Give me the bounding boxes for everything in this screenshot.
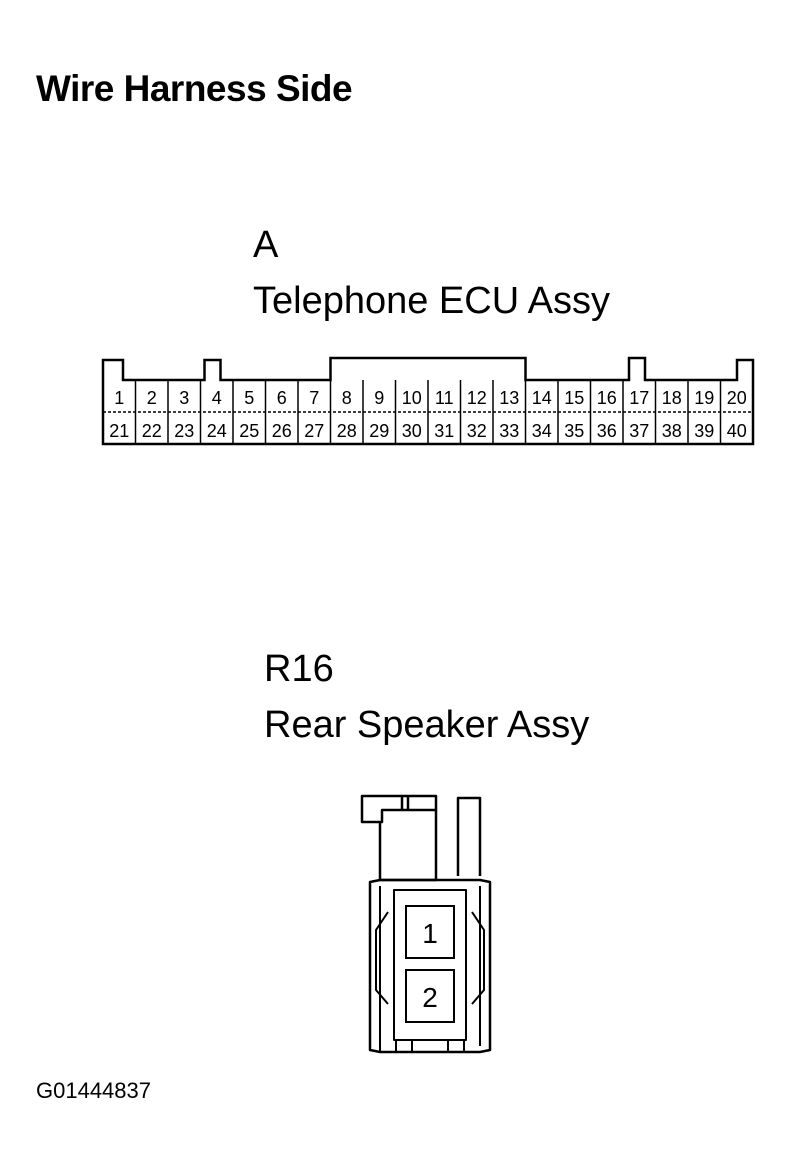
- connector-a-pin-label: 11: [435, 388, 454, 408]
- connector-a-pin-label: 3: [179, 388, 189, 408]
- connector-a-pin-label: 27: [304, 421, 324, 441]
- connector-a-pin-label: 5: [244, 388, 254, 408]
- connector-a-pin-label: 38: [662, 421, 682, 441]
- r16-housing: [368, 878, 492, 1054]
- connector-a-pin-label: 24: [207, 421, 227, 441]
- connector-a-pin-label: 17: [629, 388, 649, 408]
- r16-upper-body: [378, 810, 438, 882]
- r16-face: [393, 889, 467, 1041]
- connector-a-pin-label: 13: [499, 388, 519, 408]
- connector-a-pin-label: 28: [337, 421, 357, 441]
- connector-a-pin-label: 2: [147, 388, 157, 408]
- connector-a-pin-label: 15: [564, 388, 584, 408]
- connector-a-pin-label: 14: [532, 388, 552, 408]
- connector-a-pin-label: 23: [174, 421, 194, 441]
- connector-a-pin-label: 8: [342, 388, 352, 408]
- connector-a-pin-label: 26: [272, 421, 292, 441]
- connector-a-pin-label: 33: [499, 421, 519, 441]
- connector-a-pin-label: 39: [694, 421, 714, 441]
- r16-side-tab: [456, 796, 482, 876]
- connector-r16-code: R16: [264, 648, 334, 690]
- connector-a-pin-label: 40: [727, 421, 747, 441]
- r16-pin-label: 2: [422, 982, 438, 1013]
- connector-a-pin-label: 31: [434, 421, 454, 441]
- connector-a-pin-label: 25: [239, 421, 259, 441]
- connector-a-pin-label: 9: [374, 388, 384, 408]
- connector-a-pin-label: 35: [564, 421, 584, 441]
- connector-r16-name: Rear Speaker Assy: [264, 704, 590, 746]
- connector-a-pin-label: 30: [402, 421, 422, 441]
- connector-a-pin-label: 37: [629, 421, 649, 441]
- connector-a-pin-label: 32: [467, 421, 487, 441]
- connector-a-pin-label: 34: [532, 421, 552, 441]
- r16-pin-cavity: [405, 969, 455, 1023]
- connector-a-pin-label: 21: [109, 421, 129, 441]
- connector-a-pin-label: 7: [309, 388, 319, 408]
- connector-a-code: A: [253, 224, 279, 266]
- connector-a-pin-label: 1: [114, 388, 124, 408]
- r16-pin-label: 1: [422, 918, 438, 949]
- connector-a-name: Telephone ECU Assy: [253, 280, 610, 322]
- connector-a-pin-label: 19: [694, 388, 714, 408]
- connector-a-pin-label: 20: [727, 388, 747, 408]
- connector-a-pin-label: 4: [212, 388, 222, 408]
- r16-pin-cavity: [405, 905, 455, 959]
- connector-a-pin-label: 18: [662, 388, 682, 408]
- connector-a-pin-label: 22: [142, 421, 162, 441]
- connector-a-pin-label: 6: [277, 388, 287, 408]
- connector-a-pin-label: 36: [597, 421, 617, 441]
- r16-latch: [360, 794, 438, 824]
- connector-a-pin-label: 10: [402, 388, 422, 408]
- page-title: Wire Harness Side: [36, 68, 353, 109]
- connector-a-pin-label: 29: [369, 421, 389, 441]
- connector-a-outline: [101, 356, 755, 446]
- connector-a-pin-label: 12: [467, 388, 487, 408]
- connector-a-pin-label: 16: [597, 388, 617, 408]
- figure-id: G01444837: [36, 1078, 151, 1103]
